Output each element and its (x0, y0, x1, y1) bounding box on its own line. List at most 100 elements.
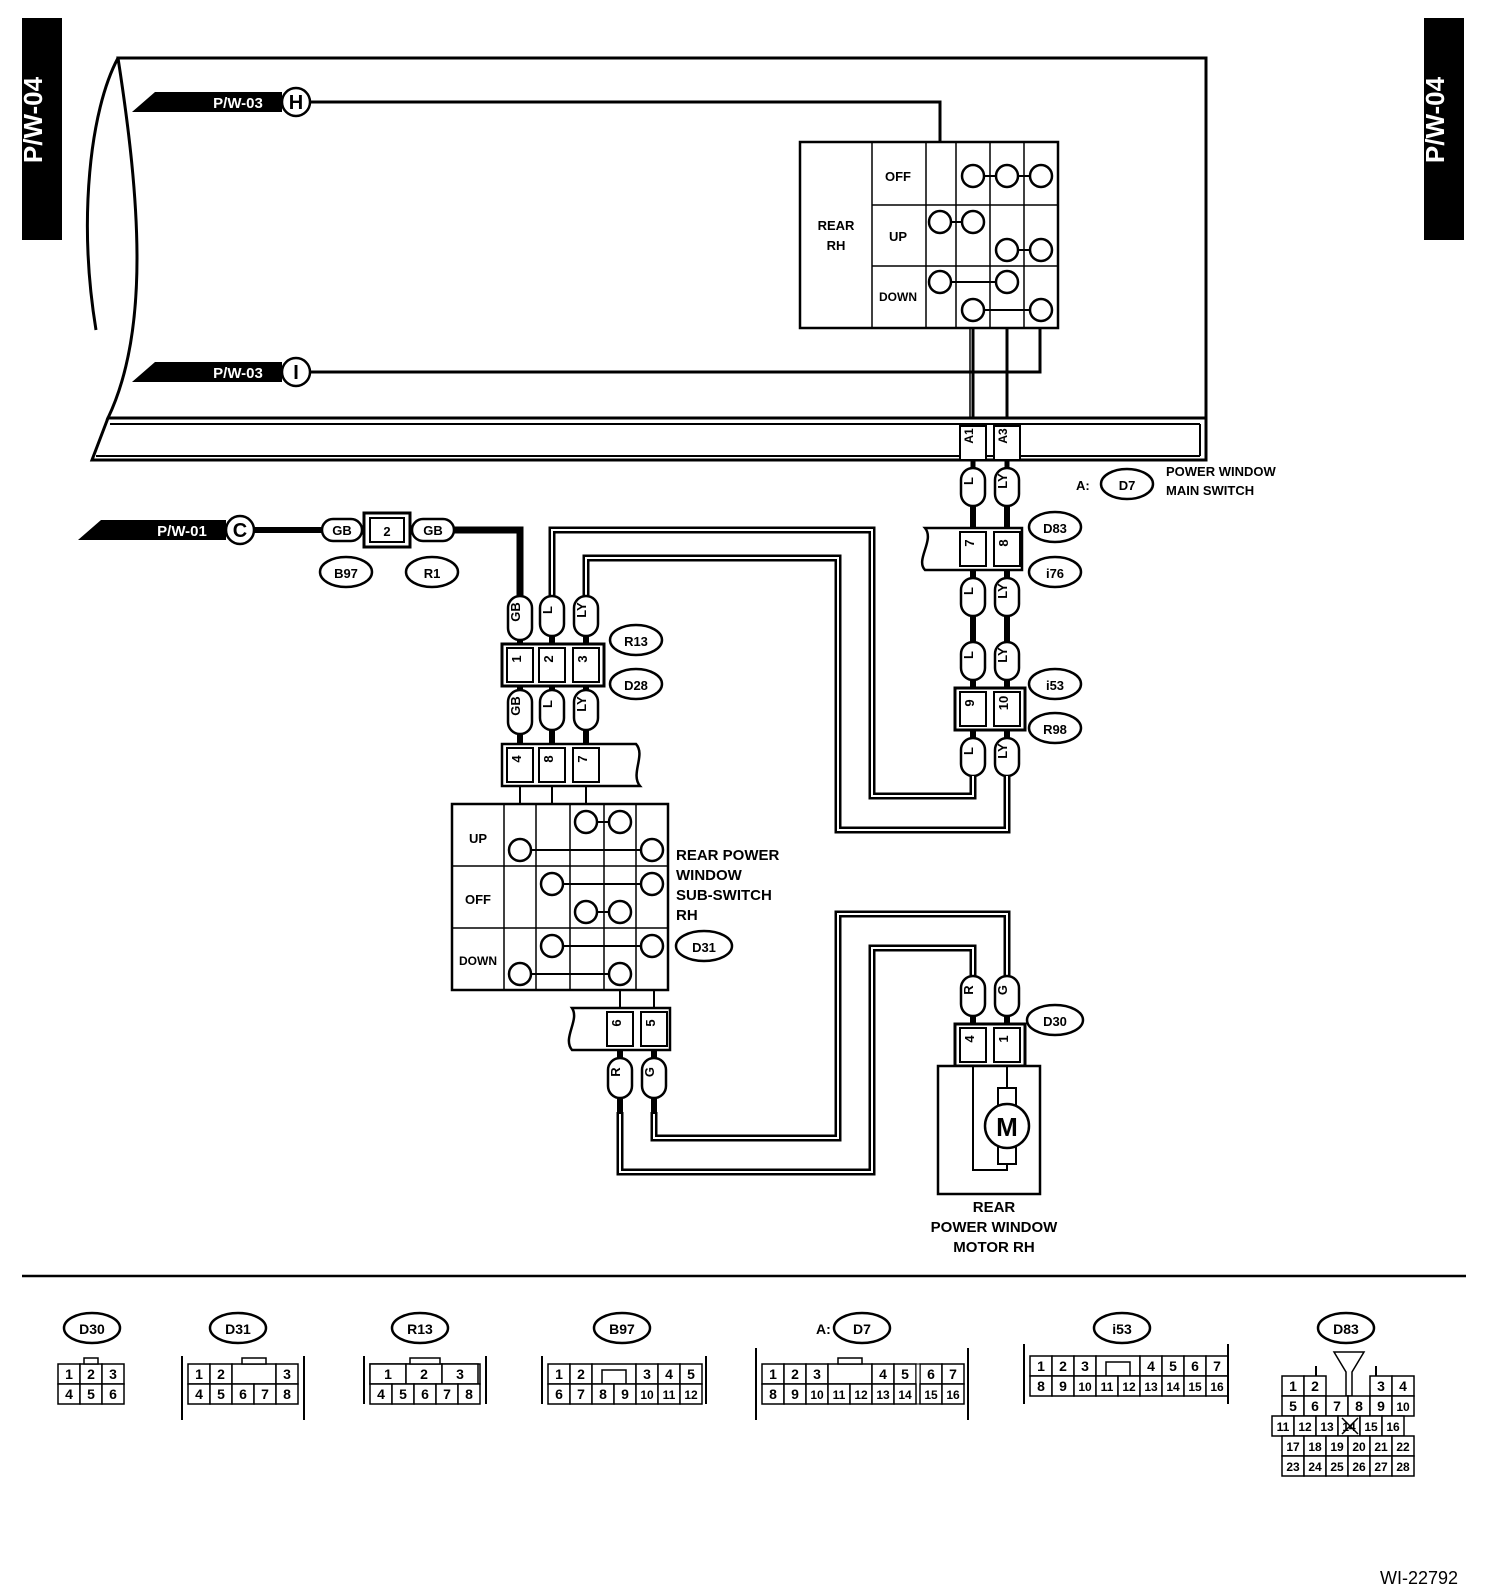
footer-pin-b97-12: 12 (684, 1388, 698, 1402)
svg-text:D30: D30 (1043, 1014, 1067, 1029)
footer-pin-d83-1: 1 (1289, 1378, 1297, 1394)
footer-pin-r13-5: 5 (399, 1386, 407, 1402)
footer-pin-b97-10: 10 (640, 1388, 654, 1402)
footer-pin-d31-1: 1 (195, 1366, 203, 1382)
svg-text:POWER WINDOW: POWER WINDOW (931, 1219, 1058, 1236)
footer-pin-d31-2: 2 (217, 1366, 225, 1382)
footer-pin-d7-3: 3 (813, 1366, 821, 1382)
footer-pin-i53-13: 13 (1144, 1380, 1158, 1394)
svg-text:GB: GB (508, 602, 523, 622)
figure-id: WI-22792 (1380, 1568, 1458, 1588)
footer-pin-d31-8: 8 (283, 1386, 291, 1402)
svg-text:L: L (961, 651, 976, 659)
svg-text:8: 8 (996, 539, 1011, 546)
sub-switch-row-up: UP (469, 831, 487, 846)
svg-text:L: L (540, 700, 555, 708)
footer-pin-d83-9: 9 (1377, 1398, 1385, 1414)
footer-pin-d7-12: 12 (854, 1388, 868, 1402)
svg-text:5: 5 (643, 1019, 658, 1026)
svg-text:1: 1 (509, 655, 524, 662)
footer-pin-b97-5: 5 (687, 1366, 695, 1382)
svg-text:G: G (995, 985, 1010, 995)
page-tag-left: P/W-04 (18, 18, 62, 240)
svg-text:R1: R1 (424, 566, 441, 581)
footer-pin-b97-7: 7 (577, 1386, 585, 1402)
footer-pin-r13-1: 1 (384, 1366, 392, 1382)
footer-pin-b97-6: 6 (555, 1386, 563, 1402)
svg-text:SUB-SWITCH: SUB-SWITCH (676, 887, 772, 904)
svg-text:D7: D7 (1119, 478, 1136, 493)
sub-switch-row-off: OFF (465, 892, 491, 907)
connector-i53: L LY 9 10 i53 R98 L LY (953, 640, 1083, 778)
footer-pin-d83-15: 15 (1364, 1420, 1378, 1434)
footer-pin-d83-11: 11 (1277, 1420, 1290, 1434)
svg-text:L: L (961, 477, 976, 485)
footer-pin-r13-6: 6 (421, 1386, 429, 1402)
footer-conn-label-r13: R13 (407, 1321, 433, 1337)
footer-pin-b97-4: 4 (665, 1366, 673, 1382)
main-switch-table: REAR RH OFF UP DOWN (798, 140, 1060, 418)
svg-text:D28: D28 (624, 678, 648, 693)
footer-pin-d83-5: 5 (1289, 1398, 1297, 1414)
footer-pin-d83-22: 22 (1396, 1440, 1410, 1454)
footer-pin-b97-11: 11 (663, 1388, 676, 1402)
footer-pin-i53-4: 4 (1147, 1358, 1155, 1374)
svg-text:LY: LY (574, 696, 589, 712)
footer-pin-d31-3: 3 (283, 1366, 291, 1382)
footer-pin-i53-3: 3 (1081, 1358, 1089, 1374)
footer-pin-i53-9: 9 (1059, 1378, 1067, 1394)
footer-pin-d7-15: 15 (924, 1388, 938, 1402)
svg-text:6: 6 (609, 1019, 624, 1026)
footer-pin-d83-12: 12 (1298, 1420, 1312, 1434)
svg-text:i76: i76 (1046, 566, 1064, 581)
footer-pin-r13-3: 3 (456, 1366, 464, 1382)
page-tag-right-label: P/W-04 (1420, 76, 1450, 163)
footer-pin-d83-20: 20 (1352, 1440, 1366, 1454)
svg-text:P/W-03: P/W-03 (213, 365, 263, 382)
svg-text:i53: i53 (1046, 678, 1064, 693)
svg-text:RH: RH (676, 907, 698, 924)
footer-pin-d31-7: 7 (261, 1386, 269, 1402)
main-switch-label: A: D7 POWER WINDOW MAIN SWITCH (1076, 464, 1276, 501)
footer-pin-i53-6: 6 (1191, 1358, 1199, 1374)
svg-text:LY: LY (995, 647, 1010, 663)
page-tag-left-label: P/W-04 (18, 76, 48, 163)
svg-text:H: H (289, 92, 303, 114)
footer-pin-i53-7: 7 (1213, 1358, 1221, 1374)
footer-pin-d31-4: 4 (195, 1386, 203, 1402)
svg-text:LY: LY (574, 602, 589, 618)
footer-pin-d30-4: 4 (65, 1386, 73, 1402)
svg-text:D83: D83 (1043, 521, 1067, 536)
footer-pin-i53-1: 1 (1037, 1358, 1045, 1374)
main-switch-pins: A1 A3 L LY (959, 425, 1021, 532)
footer-pin-d83-19: 19 (1330, 1440, 1344, 1454)
footer-pin-d83-27: 27 (1374, 1460, 1388, 1474)
svg-text:REAR: REAR (973, 1199, 1016, 1216)
footer-pin-d83-3: 3 (1377, 1378, 1385, 1394)
footer-pin-r13-7: 7 (443, 1386, 451, 1402)
svg-text:D31: D31 (692, 940, 716, 955)
footer-pin-i53-8: 8 (1037, 1378, 1045, 1394)
footer-pin-d7-5: 5 (901, 1366, 909, 1382)
footer-pin-d83-26: 26 (1352, 1460, 1366, 1474)
footer-pin-d31-6: 6 (239, 1386, 247, 1402)
svg-text:MAIN SWITCH: MAIN SWITCH (1166, 483, 1254, 498)
svg-text:LY: LY (995, 473, 1010, 489)
svg-text:R13: R13 (624, 634, 648, 649)
main-switch-side-l2: RH (827, 238, 846, 253)
svg-text:R: R (961, 985, 976, 995)
footer-pin-d7-8: 8 (769, 1386, 777, 1402)
footer-pin-i53-14: 14 (1166, 1380, 1180, 1394)
svg-text:POWER WINDOW: POWER WINDOW (1166, 464, 1276, 479)
footer-pin-b97-3: 3 (643, 1366, 651, 1382)
svg-text:A:: A: (1076, 478, 1090, 493)
footer-pin-d83-7: 7 (1333, 1398, 1341, 1414)
svg-text:GB: GB (332, 523, 352, 538)
footer-pin-r13-4: 4 (377, 1386, 385, 1402)
footer-pin-d83-13: 13 (1320, 1420, 1334, 1434)
footer-pin-d83-18: 18 (1308, 1440, 1322, 1454)
footer-pin-b97-1: 1 (555, 1366, 563, 1382)
footer-pin-i53-2: 2 (1059, 1358, 1067, 1374)
svg-text:3: 3 (575, 655, 590, 662)
